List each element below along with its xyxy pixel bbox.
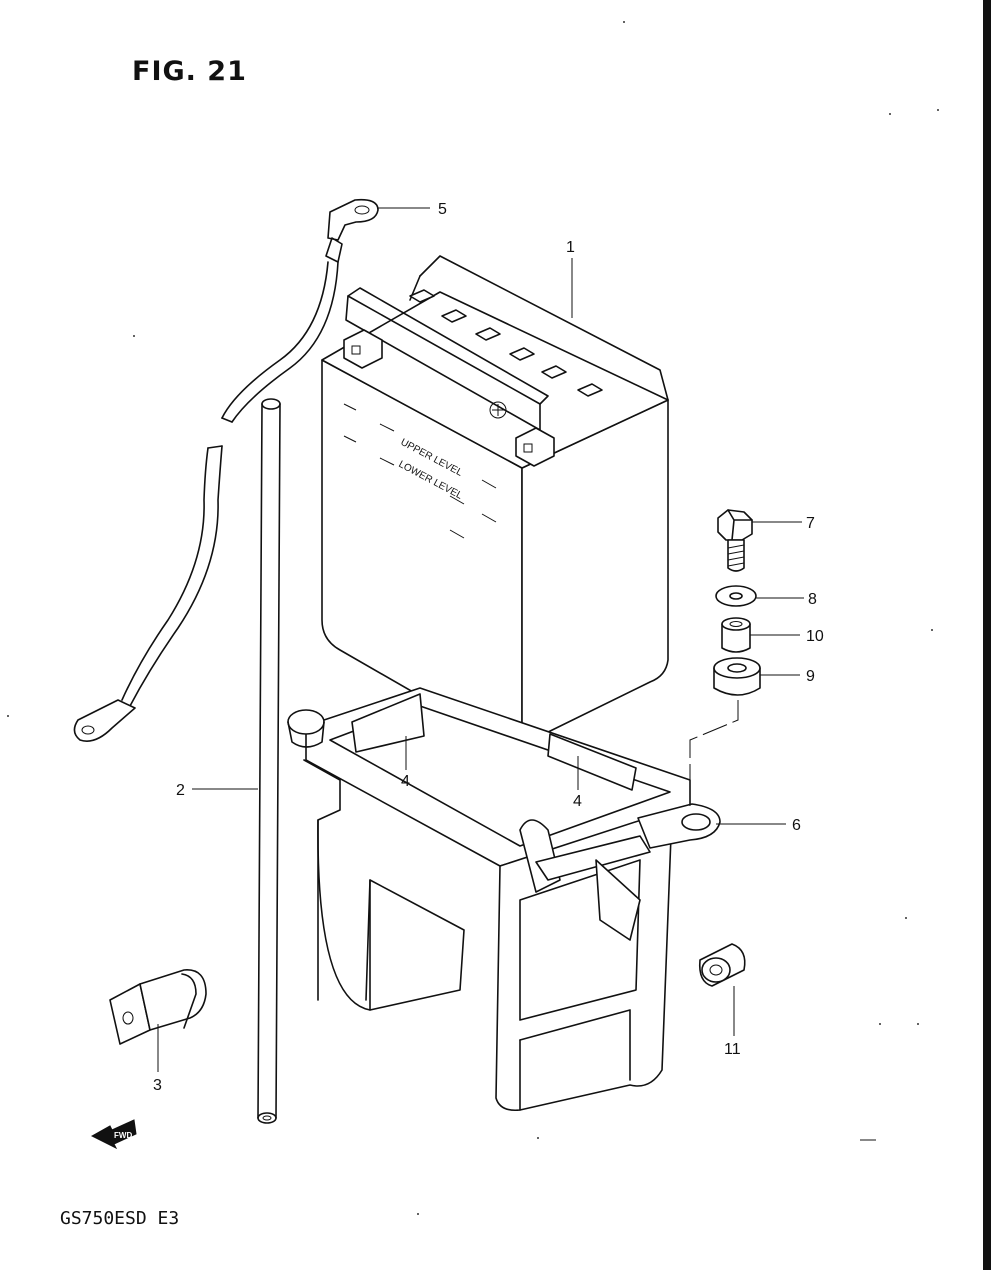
spacer-part-11[interactable] (698, 943, 746, 987)
washer-part-8[interactable] (715, 585, 757, 607)
clamp-part-3[interactable] (109, 969, 207, 1045)
battery-cable-part-5[interactable] (73, 198, 379, 742)
bolt-part-7[interactable] (717, 509, 753, 572)
cushion-part-9[interactable] (713, 657, 761, 696)
scan-specks (7, 21, 939, 1215)
model-code: GS750ESD E3 (60, 1208, 180, 1229)
callout-10: 10 (806, 628, 824, 645)
leader-lines (157, 207, 804, 1072)
callout-5: 5 (438, 201, 447, 218)
callout-9: 9 (806, 668, 815, 685)
breather-hose-part-2[interactable] (257, 398, 281, 1124)
callout-2: 2 (176, 782, 185, 799)
callout-11: 11 (724, 1041, 741, 1058)
figure-title: FIG. 21 (132, 56, 247, 87)
fwd-label: FWD (114, 1131, 132, 1140)
callout-8: 8 (808, 591, 817, 608)
callout-1: 1 (566, 239, 575, 256)
callout-4-left-pad: 4 (401, 773, 410, 790)
callout-6: 6 (792, 817, 801, 834)
fwd-direction-marker: FWD (90, 1119, 137, 1150)
page-border-right (983, 0, 991, 1270)
callout-numbers: 1 2 3 4 4 5 6 7 8 10 9 11 (153, 201, 824, 1094)
callout-3: 3 (153, 1077, 162, 1094)
callout-4-right-pad: 4 (573, 793, 582, 810)
callout-7: 7 (806, 515, 815, 532)
battery-part-1[interactable]: UPPER LEVEL LOWER LEVEL (321, 255, 669, 745)
collar-part-10[interactable] (721, 617, 751, 653)
battery-tray-part-6[interactable] (287, 687, 721, 1112)
